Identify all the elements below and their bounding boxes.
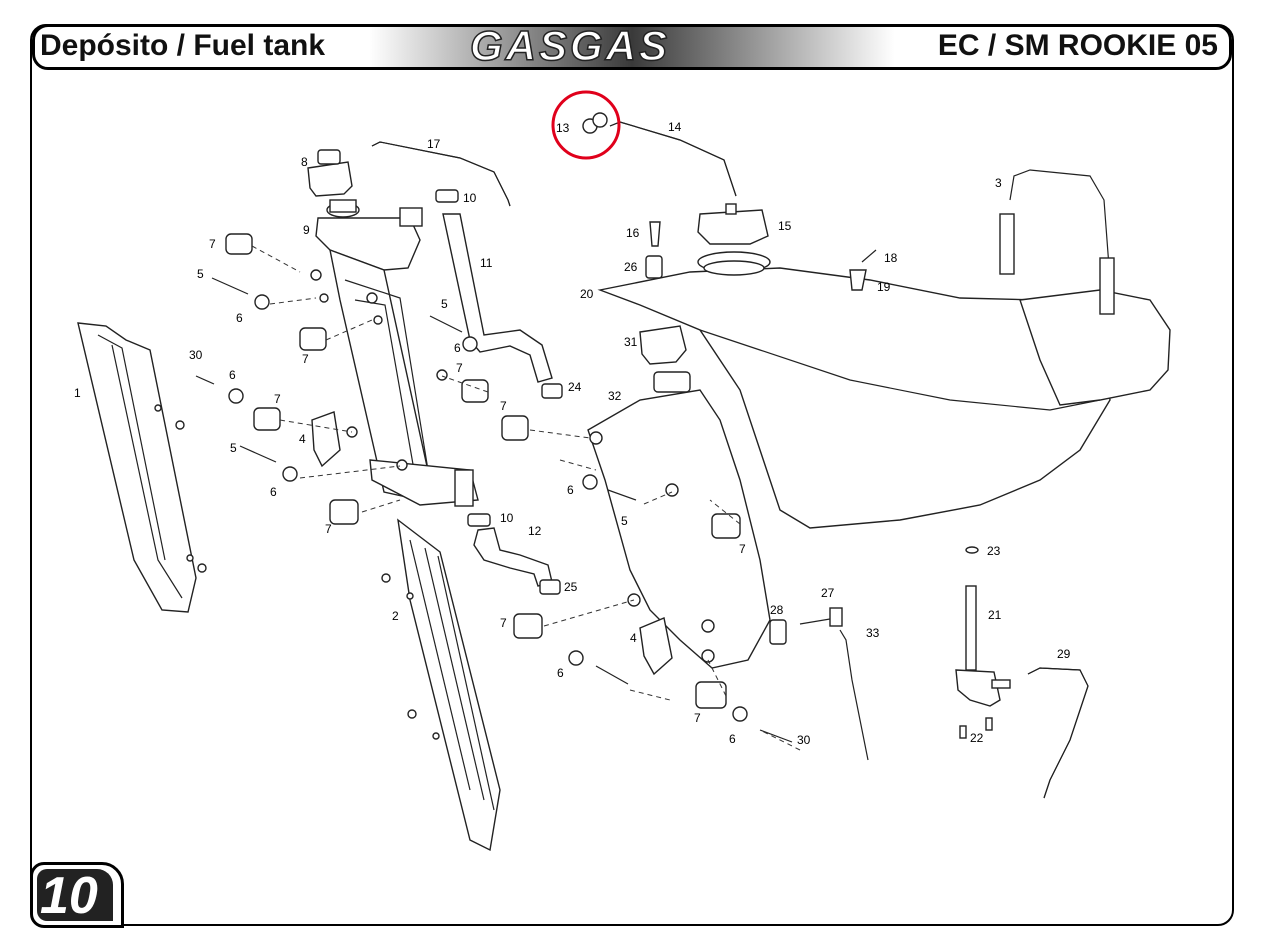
callout-8: 8: [301, 155, 308, 169]
radiator: [310, 199, 479, 507]
callout-7-f: 7: [500, 399, 507, 413]
callout-22: 22: [970, 731, 984, 745]
callout-7-e: 7: [456, 361, 463, 375]
page-title: Depósito / Fuel tank: [40, 29, 326, 62]
callout-4-bottom: 4: [630, 631, 637, 645]
callout-7-g: 7: [739, 542, 746, 556]
hardware: [195, 189, 877, 743]
callout-6-a: 6: [236, 311, 243, 325]
callout-6-c: 6: [229, 368, 236, 382]
filler-cap: [639, 325, 687, 365]
callout-11: 11: [480, 256, 493, 270]
callout-6-f: 6: [557, 666, 564, 680]
radiator-guard-left: [77, 322, 207, 613]
callout-29: 29: [1057, 647, 1071, 661]
callout-28: 28: [770, 603, 784, 617]
part-13-detail: [582, 112, 608, 134]
callout-10-top: 10: [463, 191, 477, 205]
callout-5-d: 5: [621, 514, 628, 528]
radiator-guard-lower: [381, 518, 501, 852]
highlight-circle: [551, 90, 621, 160]
callout-7-h: 7: [500, 616, 507, 630]
callout-5-a: 5: [197, 267, 204, 281]
callout-27: 27: [821, 586, 835, 600]
callout-10-bottom: 10: [500, 511, 514, 525]
callout-6-e: 6: [567, 483, 574, 497]
callout-20: 20: [580, 287, 594, 301]
fuel-tank: [597, 251, 1111, 529]
callout-4-top: 4: [299, 432, 306, 446]
fuel-tank-lower: [587, 371, 771, 669]
page-number: 10: [40, 867, 98, 925]
callout-7-a: 7: [209, 237, 216, 251]
callout-16: 16: [626, 226, 640, 240]
callout-12: 12: [528, 524, 542, 538]
callout-13: 13: [556, 121, 570, 135]
fuel-tap: [955, 546, 1011, 739]
callout-3: 3: [995, 176, 1002, 190]
callout-26: 26: [624, 260, 638, 274]
model-title: EC / SM ROOKIE 05: [937, 29, 1218, 62]
page-badge: [30, 862, 124, 928]
callout-2: 2: [392, 609, 399, 623]
callout-7-i: 7: [694, 711, 701, 725]
callout-6-g: 6: [729, 732, 736, 746]
callout-21: 21: [988, 608, 1002, 622]
callout-17: 17: [427, 137, 441, 151]
callout-1: 1: [74, 386, 81, 400]
callout-7-d: 7: [325, 522, 332, 536]
callout-32: 32: [608, 389, 622, 403]
callout-9: 9: [303, 223, 310, 237]
callout-24: 24: [568, 380, 582, 394]
callout-18: 18: [884, 251, 898, 265]
callout-5-c: 5: [230, 441, 237, 455]
callout-7-c: 7: [274, 392, 281, 406]
callout-30-top: 30: [189, 348, 203, 362]
seat: [999, 169, 1171, 406]
callout-23: 23: [987, 544, 1001, 558]
tank-cap: [697, 203, 769, 245]
callout-30-bottom: 30: [797, 733, 811, 747]
brand-logo: GASGAS: [469, 21, 671, 70]
header-bar: [32, 24, 1232, 70]
callout-6-b: 6: [454, 341, 461, 355]
callout-25: 25: [564, 580, 578, 594]
callout-19: 19: [877, 280, 891, 294]
callout-33: 33: [866, 626, 880, 640]
callout-5-b: 5: [441, 297, 448, 311]
radiator-cap: [307, 149, 353, 197]
callout-6-d: 6: [270, 485, 277, 499]
callout-15: 15: [778, 219, 792, 233]
leader-lines: [251, 245, 801, 751]
callout-31: 31: [624, 335, 638, 349]
callout-7-b: 7: [302, 352, 309, 366]
callout-14: 14: [668, 120, 682, 134]
